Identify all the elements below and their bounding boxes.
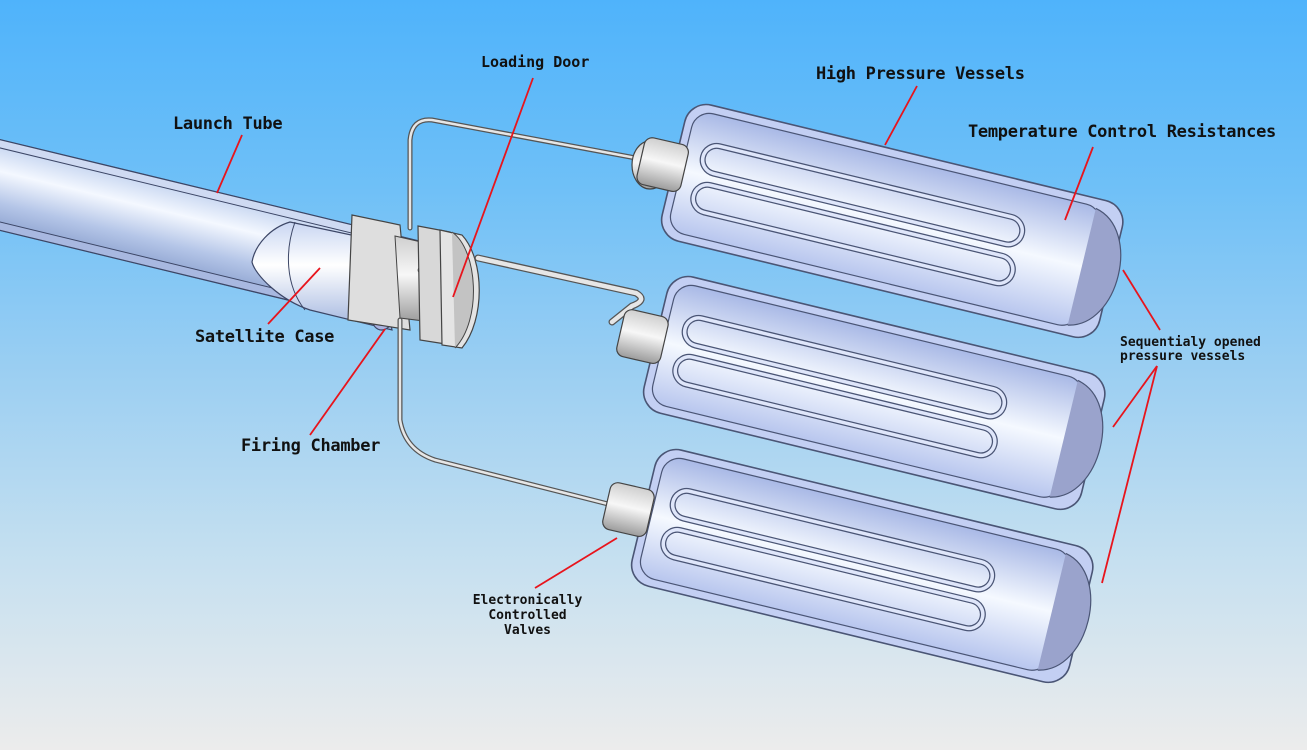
label-firing-chamber: Firing Chamber <box>241 436 381 456</box>
leader-loading-door <box>452 77 534 298</box>
leader-firing-chamber <box>309 328 386 436</box>
valve-top <box>631 137 689 193</box>
leader-sequential-2 <box>1112 365 1158 428</box>
leader-lines <box>216 77 1161 589</box>
label-launch-tube: Launch Tube <box>173 114 283 134</box>
label-valves-line3: Valves <box>504 623 551 638</box>
leader-sequential-3 <box>1101 365 1158 584</box>
leader-launch-tube <box>216 134 243 194</box>
label-valves-line1: Electronically <box>472 593 583 608</box>
label-sequential-line2: pressure vessels <box>1120 349 1246 364</box>
pressure-vessel-top <box>660 103 1124 339</box>
label-valves-line2: Controlled <box>488 608 567 623</box>
leader-satellite-case <box>267 267 321 325</box>
pipes <box>397 117 645 508</box>
leader-valves <box>534 537 618 589</box>
label-temperature-control: Temperature Control Resistances <box>968 122 1276 142</box>
label-sequential-line1: Sequentialy opened <box>1120 335 1261 350</box>
leader-high-pressure-vessels <box>884 85 918 146</box>
label-high-pressure-vessels: High Pressure Vessels <box>816 64 1025 84</box>
label-satellite-case: Satellite Case <box>195 327 335 347</box>
loading-door <box>417 225 480 349</box>
leader-sequential-1 <box>1122 269 1161 331</box>
leader-temperature-control <box>1064 146 1094 221</box>
valve-bottom <box>602 482 655 538</box>
label-loading-door: Loading Door <box>481 53 590 71</box>
pressure-vessel-bottom <box>630 448 1094 684</box>
valve-middle <box>616 309 669 365</box>
